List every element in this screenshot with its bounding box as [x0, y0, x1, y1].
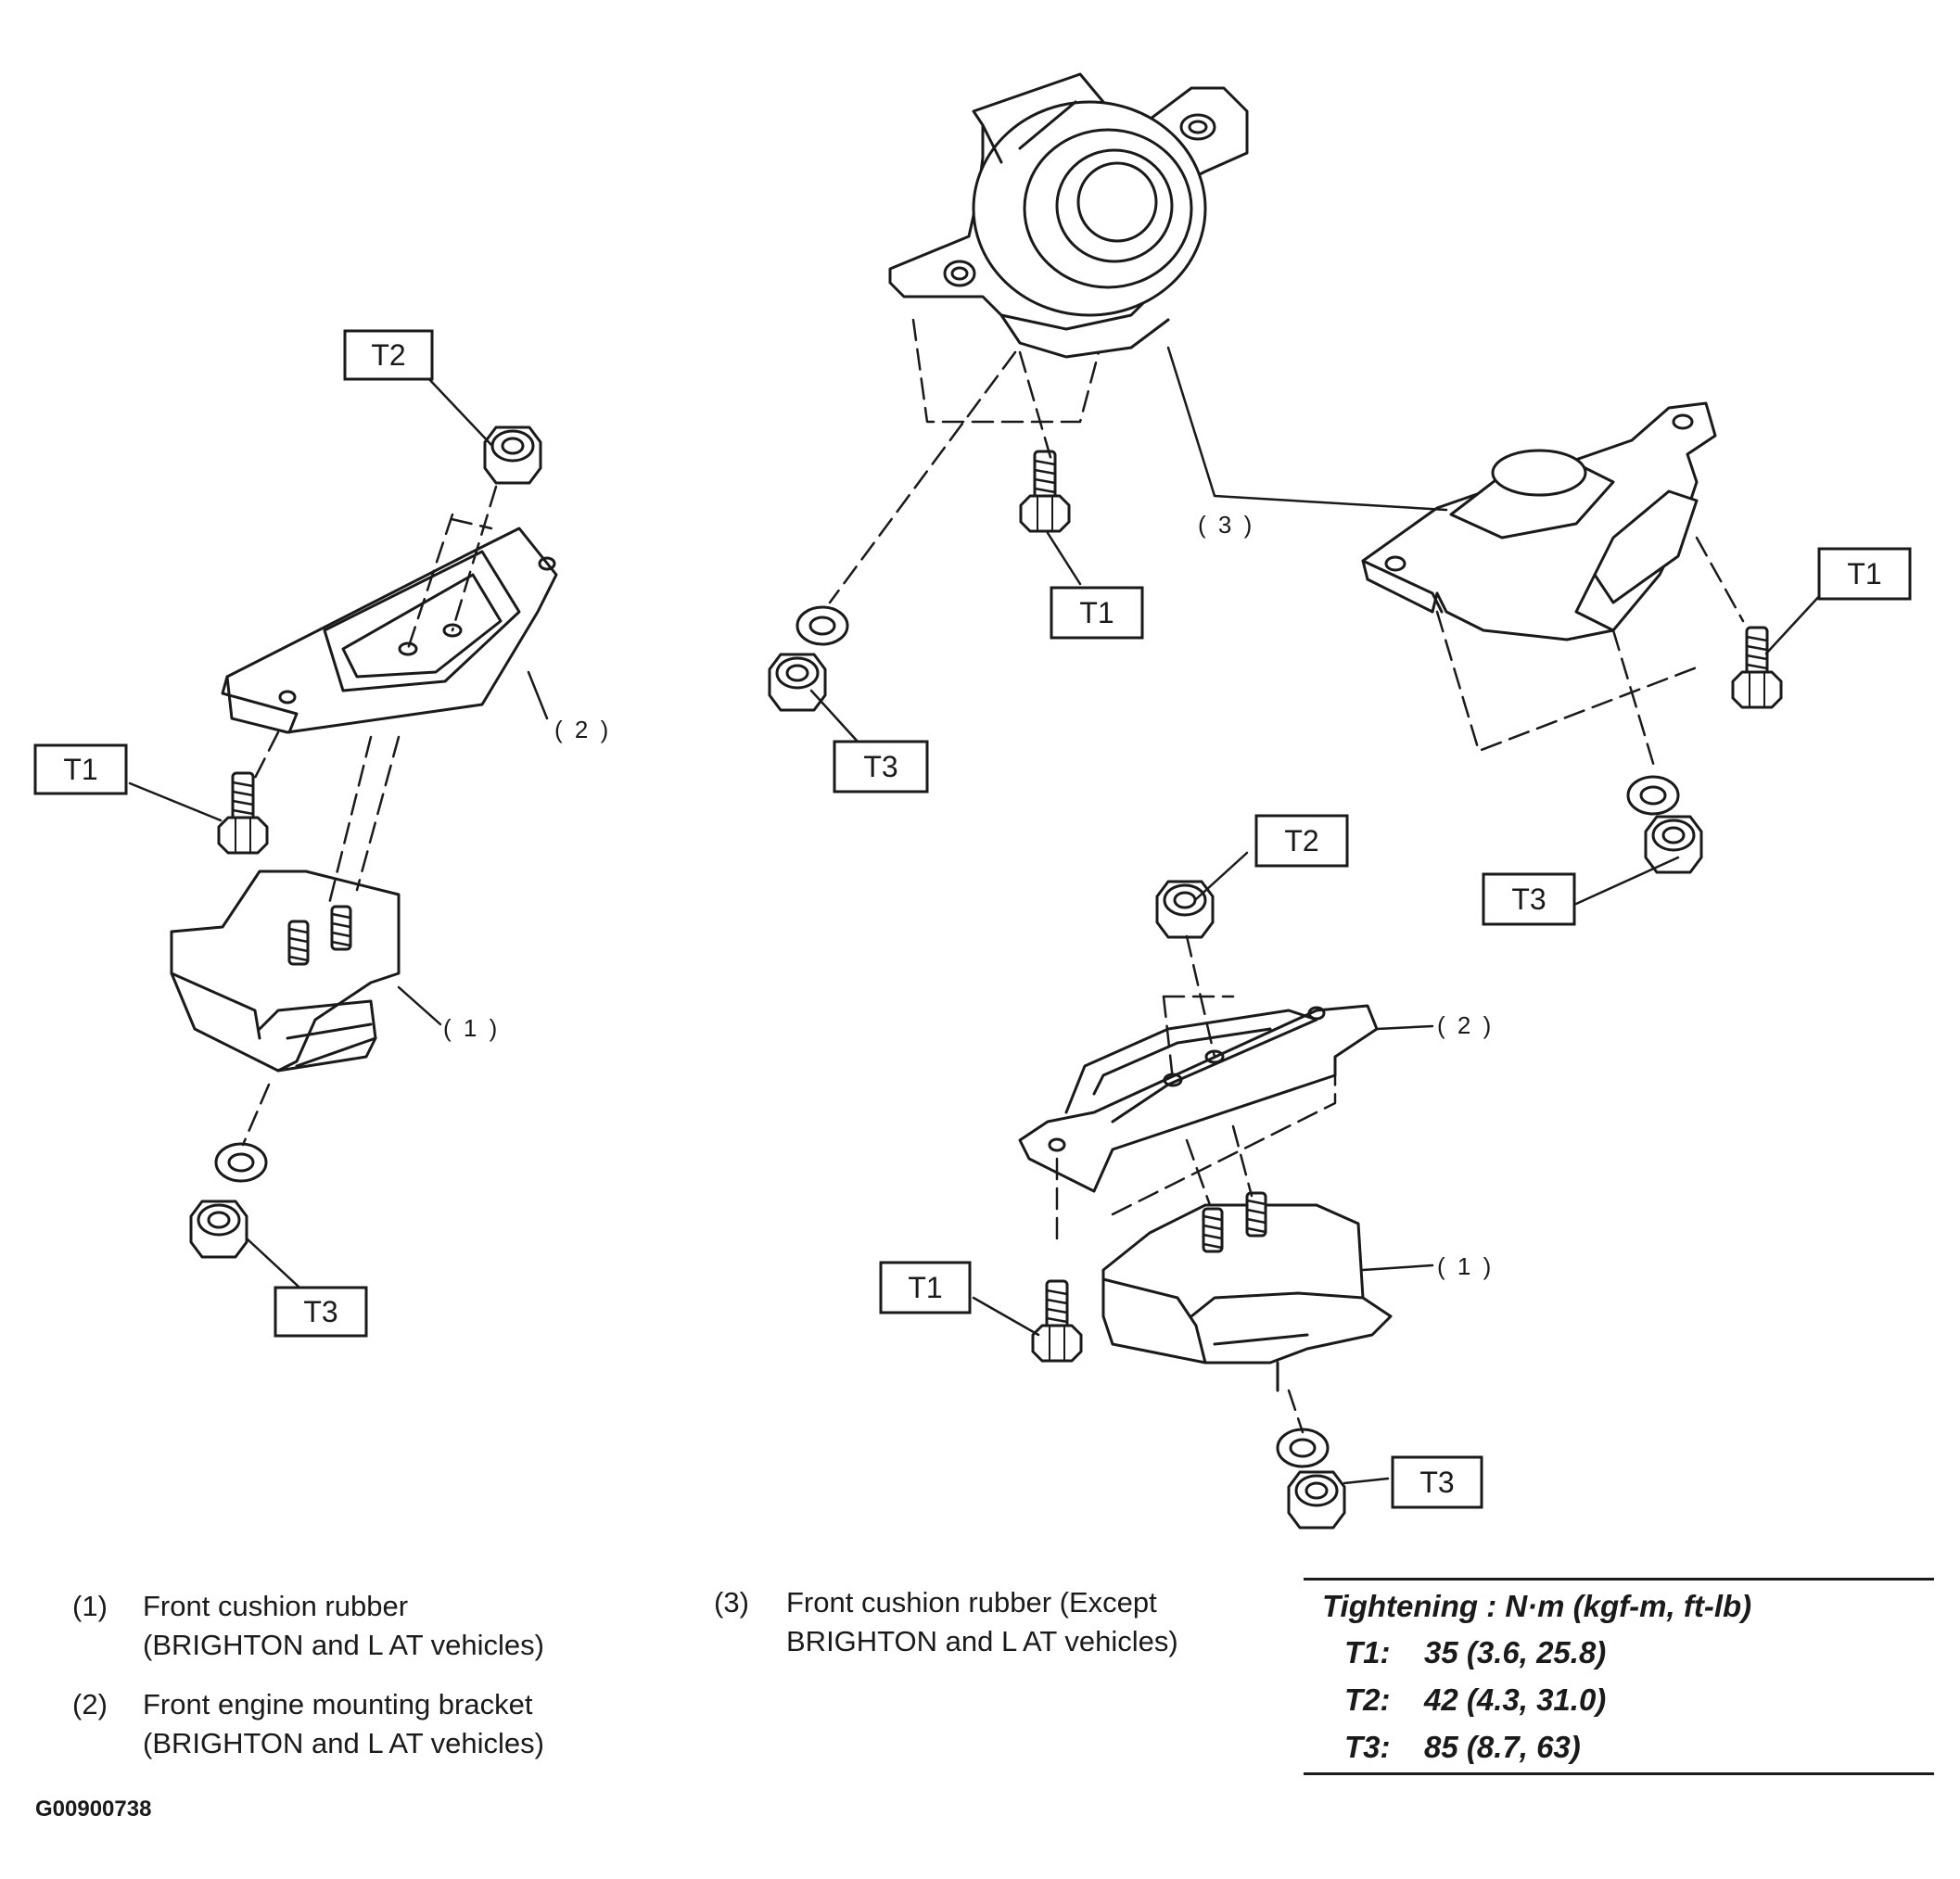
ref-lower-bracket: ( 2 ) — [1437, 1011, 1494, 1039]
callout-label: T1 — [1079, 596, 1114, 629]
lower-cushion-stud-1 — [1202, 1207, 1224, 1253]
callout-lower-t2: T2 — [1254, 814, 1349, 868]
ref-top-cushion: ( 3 ) — [1198, 511, 1254, 539]
left-cushion-rubber — [170, 870, 401, 1073]
right-t1-bolt — [1731, 626, 1783, 709]
lower-washer — [1276, 1428, 1330, 1468]
lower-cushion-rubber — [1101, 1203, 1393, 1365]
top-washer — [795, 605, 849, 646]
callout-label: T1 — [63, 753, 97, 786]
legend-line: Front engine mounting bracket — [143, 1688, 533, 1720]
left-cushion-stud-2 — [330, 905, 352, 951]
tightening-title: Tightening : N·m (kgf-m, ft-lb) — [1322, 1589, 1752, 1623]
tightening-key: T2: — [1344, 1682, 1391, 1717]
callout-top-t1: T1 — [1050, 586, 1144, 640]
callout-left-t3: T3 — [274, 1286, 368, 1338]
tightening-bottom-rule — [1304, 1772, 1934, 1775]
tightening-row-t2: T2: 42 (4.3, 31.0) — [1344, 1682, 1606, 1718]
left-washer — [214, 1142, 268, 1183]
right-washer — [1626, 775, 1680, 816]
lower-t3-nut — [1287, 1470, 1346, 1530]
callout-label: T3 — [303, 1295, 337, 1328]
exploded-parts-diagram: T2 T1 T3 T1 T3 T1 T3 T2 T1 T3 ( 2 ) ( 1 … — [33, 72, 1912, 1530]
callout-right-t1: T1 — [1817, 547, 1912, 601]
top-t3-nut — [768, 653, 827, 712]
left-t1-bolt — [217, 771, 269, 855]
callout-label: T2 — [371, 338, 405, 372]
left-bracket — [221, 527, 558, 734]
callout-top-t3: T3 — [833, 740, 929, 793]
callout-left-t2: T2 — [343, 329, 434, 381]
lower-t2-nut — [1155, 880, 1215, 939]
left-t3-nut — [189, 1200, 248, 1259]
lower-t1-bolt — [1031, 1279, 1083, 1363]
callout-left-t1: T1 — [33, 743, 128, 795]
legend-line: Front cushion rubber (Except — [786, 1586, 1157, 1619]
tightening-row-t3: T3: 85 (8.7, 63) — [1344, 1730, 1581, 1765]
legend-text: Front cushion rubber (Except BRIGHTON an… — [786, 1583, 1178, 1661]
tightening-value: 42 (4.3, 31.0) — [1424, 1682, 1607, 1717]
tightening-key: T1: — [1344, 1635, 1391, 1670]
legend-text: Front engine mounting bracket (BRIGHTON … — [143, 1685, 544, 1763]
legend-line: (BRIGHTON and L AT vehicles) — [143, 1629, 545, 1661]
tightening-top-rule — [1304, 1578, 1934, 1581]
callout-label: T3 — [1511, 882, 1546, 916]
callout-label: T1 — [1847, 557, 1881, 590]
left-cushion-stud-1 — [287, 920, 310, 966]
left-t2-nut — [483, 425, 542, 485]
ref-left-bracket: ( 2 ) — [554, 716, 611, 743]
ref-lower-cushion: ( 1 ) — [1437, 1252, 1494, 1280]
legend-number: (1) — [72, 1590, 108, 1622]
figure-id: G00900738 — [35, 1796, 152, 1822]
right-cushion-rubber — [1361, 401, 1717, 641]
callout-lower-t1: T1 — [879, 1261, 972, 1314]
top-cushion-rubber — [888, 72, 1249, 359]
right-t3-nut — [1644, 815, 1703, 874]
legend-text: Front cushion rubber (BRIGHTON and L AT … — [143, 1587, 544, 1665]
legend-item-1: (1) Front cushion rubber (BRIGHTON and L… — [72, 1587, 666, 1670]
lower-cushion-stud-2 — [1245, 1191, 1267, 1238]
tightening-row-t1: T1: 35 (3.6, 25.8) — [1344, 1635, 1606, 1670]
legend-number: (3) — [714, 1586, 749, 1619]
legend-number: (2) — [72, 1688, 108, 1720]
callout-label: T3 — [1419, 1466, 1454, 1499]
legend-line: BRIGHTON and L AT vehicles) — [786, 1625, 1178, 1657]
legend-line: (BRIGHTON and L AT vehicles) — [143, 1727, 545, 1759]
tightening-value: 85 (8.7, 63) — [1424, 1730, 1581, 1764]
callout-label: T1 — [908, 1271, 942, 1304]
tightening-key: T3: — [1344, 1730, 1391, 1764]
tightening-value: 35 (3.6, 25.8) — [1424, 1635, 1607, 1670]
ref-left-cushion: ( 1 ) — [443, 1014, 500, 1042]
lower-bracket — [1018, 1004, 1379, 1193]
legend-item-3: (3) Front cushion rubber (Except BRIGHTO… — [714, 1583, 1270, 1667]
callout-lower-t3: T3 — [1391, 1455, 1483, 1509]
legend-line: Front cushion rubber — [143, 1590, 409, 1622]
top-t1-bolt — [1019, 450, 1071, 533]
callout-right-t3: T3 — [1482, 872, 1576, 926]
callout-label: T2 — [1284, 824, 1318, 857]
callout-label: T3 — [863, 750, 897, 783]
legend-item-2: (2) Front engine mounting bracket (BRIGH… — [72, 1685, 666, 1769]
